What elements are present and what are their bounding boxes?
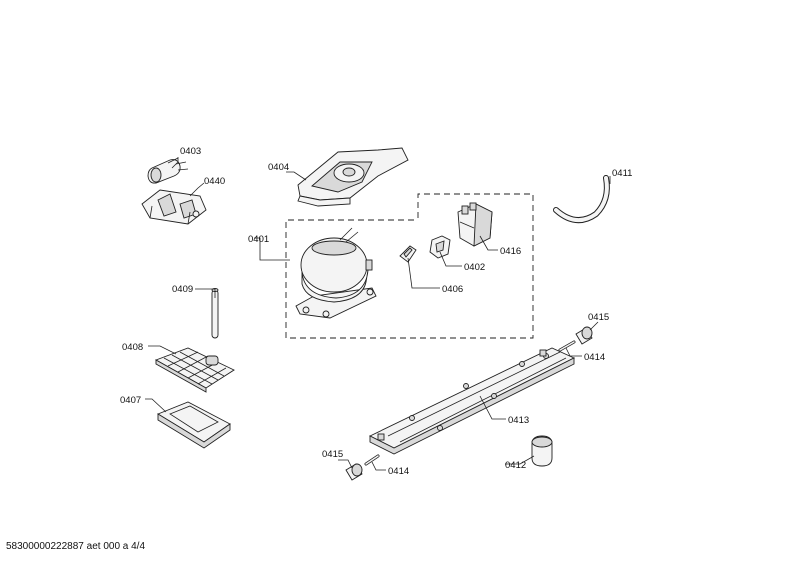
part-0413-base-rail[interactable] (368, 347, 576, 455)
label-0401: 0401 (248, 234, 269, 245)
part-0416-starter-relay[interactable] (457, 202, 493, 247)
label-0403: 0403 (180, 146, 201, 157)
assembly-group-outline (285, 193, 534, 339)
label-0415-bottom: 0415 (322, 449, 343, 460)
part-0415-foot-bottom[interactable] (345, 463, 363, 481)
label-0414-top: 0414 (584, 352, 605, 363)
label-0409: 0409 (172, 284, 193, 295)
part-0406-clip[interactable] (399, 245, 417, 263)
part-0401-compressor[interactable] (295, 227, 377, 319)
part-0408-grid-insert[interactable] (154, 347, 235, 393)
part-0404-drip-tray[interactable] (297, 147, 409, 207)
label-0413: 0413 (508, 415, 529, 426)
part-0402-overload-protector[interactable] (429, 235, 451, 259)
part-0414-pin-top[interactable] (558, 340, 576, 352)
label-0415-top: 0415 (588, 312, 609, 323)
part-0411-hose[interactable] (553, 175, 610, 223)
label-0404: 0404 (268, 162, 289, 173)
part-0407-tray[interactable] (156, 401, 231, 449)
part-0414-pin-bottom[interactable] (364, 454, 380, 466)
label-0440: 0440 (204, 176, 225, 187)
label-0411: 0411 (612, 168, 632, 179)
label-0412: 0412 (505, 460, 526, 471)
label-0414-bottom: 0414 (388, 466, 409, 477)
part-0415-foot-top[interactable] (575, 326, 593, 345)
part-0440-relay-bracket[interactable] (141, 189, 207, 225)
part-0403-capacitor[interactable] (147, 157, 189, 184)
leader-lines (145, 157, 611, 471)
label-0406: 0406 (442, 284, 463, 295)
part-0412-foot[interactable] (531, 435, 553, 467)
label-0416: 0416 (500, 246, 521, 257)
label-0408: 0408 (122, 342, 143, 353)
label-0402: 0402 (464, 262, 485, 273)
document-footer: 58300000222887 aet 000 a 4/4 (6, 541, 146, 552)
label-0407: 0407 (120, 395, 141, 406)
